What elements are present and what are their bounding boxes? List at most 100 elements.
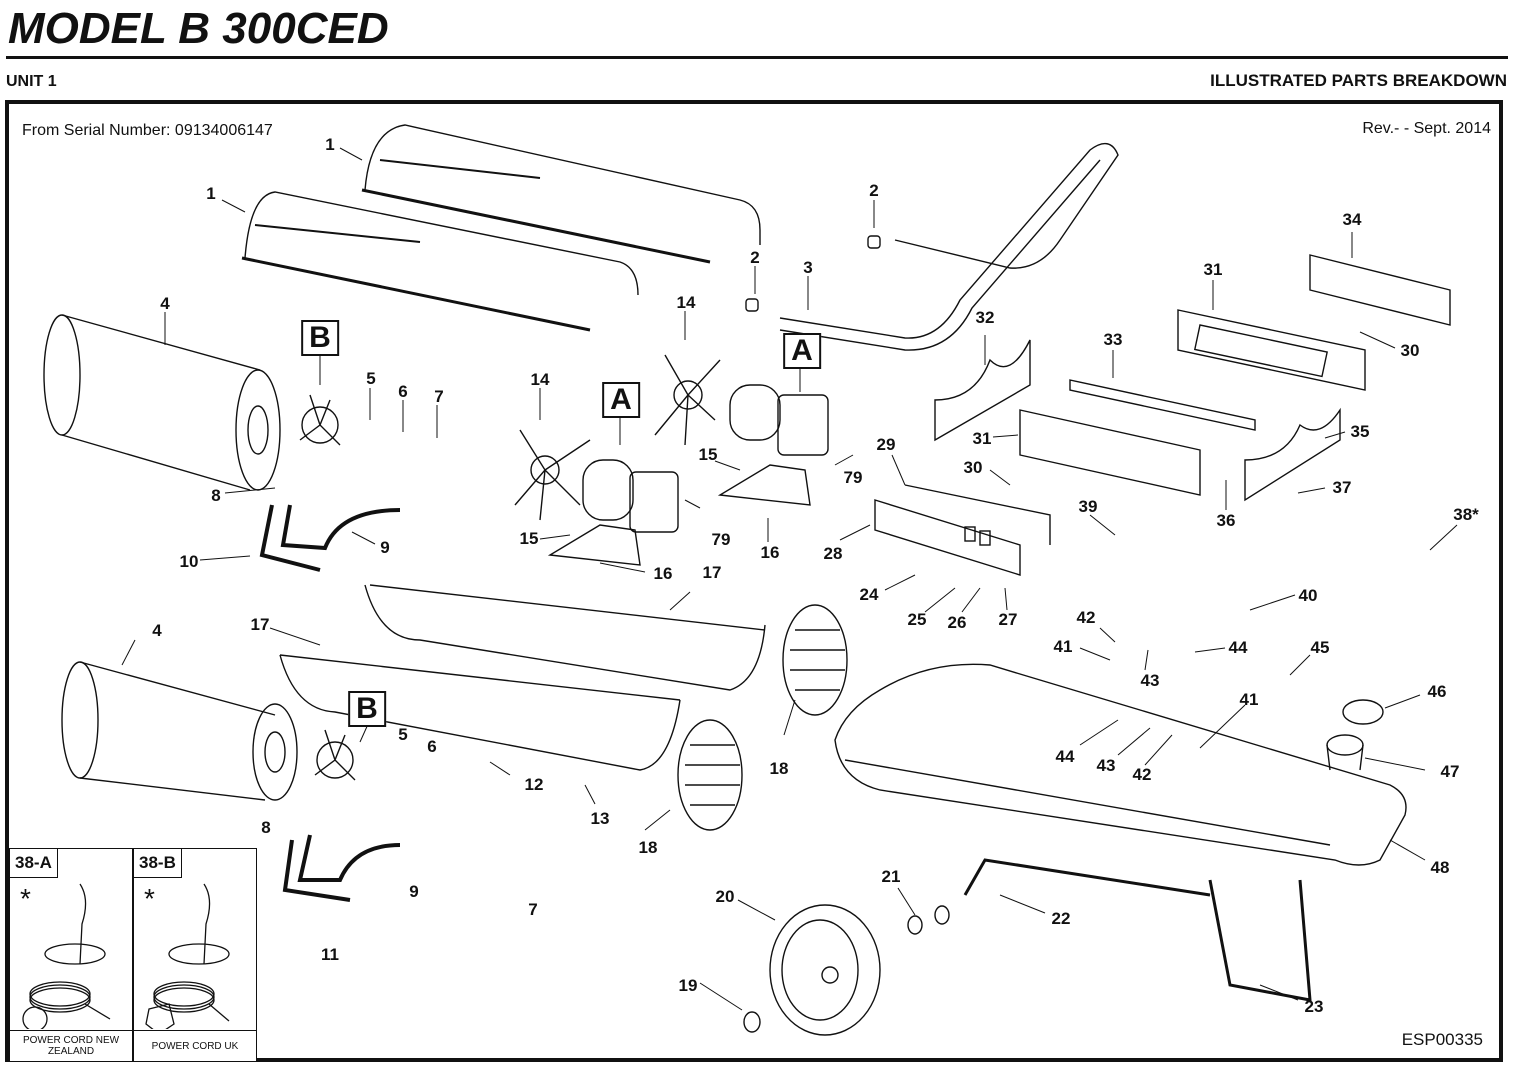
control-panel-29 <box>904 484 1051 545</box>
callout-22: 22 <box>1051 909 1071 928</box>
section-title: ILLUSTRATED PARTS BREAKDOWN <box>1210 71 1507 90</box>
callout-3: 3 <box>803 258 813 277</box>
washers-21 <box>907 905 950 935</box>
callout-8: 8 <box>261 818 271 837</box>
callout-23: 23 <box>1304 997 1324 1016</box>
cap-19 <box>743 1011 761 1033</box>
callout-17: 17 <box>702 563 722 582</box>
callout-18: 18 <box>769 759 789 778</box>
panel-31-lower <box>1019 409 1201 496</box>
motor-a-right <box>729 384 829 456</box>
callout-33: 33 <box>1103 330 1123 349</box>
callout-79: 79 <box>843 468 863 487</box>
callout-40: 40 <box>1298 586 1318 605</box>
rail-33 <box>1069 379 1256 431</box>
leader-lines <box>121 147 1458 1011</box>
tube-10 <box>259 504 321 572</box>
grommet-2 <box>745 235 881 312</box>
fuel-filler-47 <box>1326 734 1364 771</box>
top-cover-lower <box>241 191 639 332</box>
callout-35: 35 <box>1350 422 1370 441</box>
inset-caption: POWER CORD UK <box>134 1030 256 1061</box>
callout-9: 9 <box>380 538 390 557</box>
assembly-label-a-right: A <box>783 333 821 369</box>
bracket-35 <box>1244 407 1341 502</box>
callout-10: 10 <box>179 552 199 571</box>
callout-18: 18 <box>638 838 658 857</box>
callout-1: 1 <box>206 184 216 203</box>
callout-47: 47 <box>1440 762 1460 781</box>
motor-bracket-16-left <box>547 524 641 566</box>
callout-29: 29 <box>876 435 896 454</box>
wheel-20 <box>769 904 881 1036</box>
callout-5: 5 <box>366 369 376 388</box>
callout-6: 6 <box>398 382 408 401</box>
callout-14: 14 <box>676 293 696 312</box>
callout-16: 16 <box>653 564 673 583</box>
inset-power-cord-nz: 38-A * POWER CORD NEW ZEALAND <box>9 848 133 1062</box>
callout-28: 28 <box>823 544 843 563</box>
callout-5: 5 <box>398 725 408 744</box>
callout-8: 8 <box>211 486 221 505</box>
fuel-tank-48 <box>834 663 1407 866</box>
end-guard-upper <box>782 604 848 716</box>
callout-7: 7 <box>434 387 444 406</box>
callout-15: 15 <box>698 445 718 464</box>
callout-42: 42 <box>1132 765 1152 784</box>
callout-25: 25 <box>907 610 927 629</box>
callout-7: 7 <box>528 900 538 919</box>
unit-label: UNIT 1 <box>6 73 57 90</box>
callout-11: 11 <box>321 945 339 964</box>
callout-34: 34 <box>1342 210 1362 229</box>
callout-15: 15 <box>519 529 539 548</box>
tube-9-upper <box>280 504 401 551</box>
inset-power-cord-uk: 38-B * POWER CORD UK <box>133 848 257 1062</box>
callout-43: 43 <box>1140 671 1160 690</box>
callout-32: 32 <box>975 308 995 327</box>
callout-45: 45 <box>1310 638 1330 657</box>
callout-16: 16 <box>760 543 780 562</box>
callout-30: 30 <box>1400 341 1420 360</box>
assembly-label-b-lower: B <box>348 691 386 727</box>
title-rule <box>6 56 1508 59</box>
serial-number: From Serial Number: 09134006147 <box>22 122 273 139</box>
callout-26: 26 <box>947 613 967 632</box>
drawing-id: ESP00335 <box>1401 1030 1483 1049</box>
model-title: MODEL B 300CED <box>8 4 389 53</box>
callout-48: 48 <box>1430 858 1450 877</box>
inset-tag: 38-A <box>10 849 58 878</box>
assembly-label-a-left: A <box>602 382 640 418</box>
combustion-half-lower <box>279 654 681 771</box>
callout-24: 24 <box>859 585 879 604</box>
callout-4: 4 <box>152 621 162 640</box>
callout-38: 38* <box>1453 505 1479 524</box>
callout-2: 2 <box>869 181 879 200</box>
callout-20: 20 <box>715 887 735 906</box>
top-cover-upper <box>361 124 761 264</box>
base-frame-23 <box>1208 879 1312 1002</box>
callout-17: 17 <box>250 615 270 634</box>
fan-b-lower <box>314 729 356 781</box>
assembly-label-b-upper: B <box>301 320 339 356</box>
control-panel-28 <box>874 499 1021 576</box>
end-guard-lower <box>677 719 743 831</box>
asterisk-note: * <box>144 883 155 914</box>
tube-9-lower <box>297 834 401 882</box>
callout-12: 12 <box>524 775 544 794</box>
motor-bracket-16-right <box>717 464 811 506</box>
inset-tag: 38-B <box>134 849 182 878</box>
callout-9: 9 <box>409 882 419 901</box>
callout-1: 1 <box>325 135 335 154</box>
outer-drum-upper <box>43 314 281 491</box>
inset-caption: POWER CORD NEW ZEALAND <box>10 1030 132 1061</box>
outer-drum-lower <box>61 661 298 801</box>
panel-34 <box>1309 254 1451 326</box>
callout-14: 14 <box>530 370 550 389</box>
callout-41: 41 <box>1053 637 1073 656</box>
callout-2: 2 <box>750 248 760 267</box>
callout-79: 79 <box>711 530 731 549</box>
asterisk-note: * <box>20 883 31 914</box>
tube-11 <box>282 839 351 902</box>
axle-frame-22 <box>963 858 1211 897</box>
